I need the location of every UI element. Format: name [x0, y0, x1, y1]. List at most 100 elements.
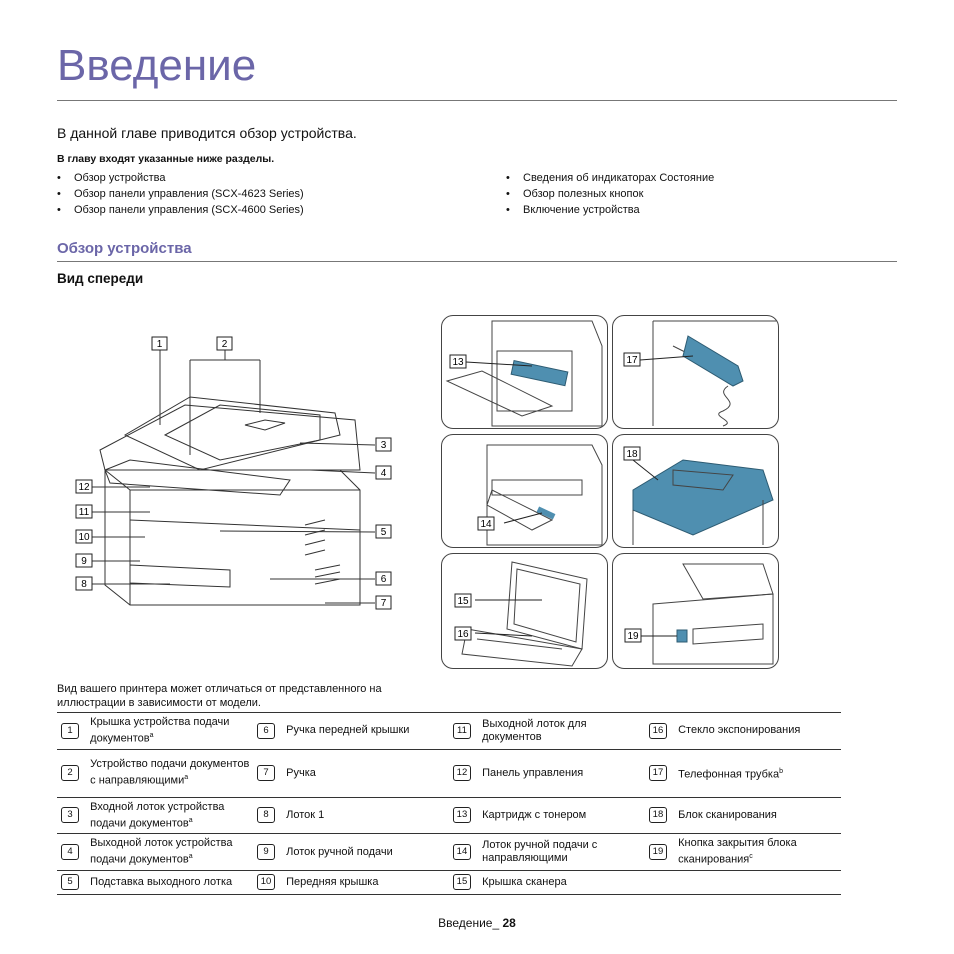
callout-box: [375, 571, 392, 586]
part-number-badge: 18: [648, 807, 667, 824]
part-number-cell: 18: [644, 796, 677, 835]
part-number-badge: 2: [61, 765, 79, 782]
part-number-badge: 1: [61, 722, 79, 739]
part-number-badge: 14: [452, 844, 471, 861]
scanner-lid-illustration: 15 16: [454, 561, 588, 667]
part-number-badge: 10: [256, 874, 275, 891]
part-label-cell: Входной лоток устройства подачи документ…: [88, 796, 253, 835]
toc-item[interactable]: Включение устройства: [506, 202, 714, 218]
section-rule: [57, 261, 897, 262]
part-number-badge: 11: [452, 722, 471, 739]
part-label: Лоток ручной подачи с направляющими: [482, 839, 598, 865]
part-label-cell: Панель управления: [480, 748, 645, 798]
part-label: Лоток 1: [286, 808, 325, 821]
part-label: Устройство подачи документов с направляю…: [90, 758, 250, 787]
part-label-cell: Крышка сканера: [480, 869, 645, 895]
part-label-cell: Крышка устройства подачи документовa: [88, 712, 253, 750]
part-number-badge: 8: [256, 807, 275, 824]
part-label: Выходной лоток для документов: [482, 717, 587, 743]
callout-label: 16: [457, 629, 469, 640]
table-row: 3 Входной лоток устройства подачи докумен…: [57, 796, 841, 835]
handset-illustration: 17: [623, 320, 778, 427]
sections-heading: В главу входят указанные ниже разделы.: [57, 153, 275, 165]
toner-illustration: 13: [445, 320, 603, 427]
part-number-badge: 3: [61, 807, 79, 824]
detail-handset-panel: 17: [612, 315, 779, 429]
part-label: Телефонная трубка: [678, 768, 780, 781]
part-number-cell: [644, 869, 677, 895]
part-label-cell: Кнопка закрытия блока сканированияc: [676, 833, 841, 871]
part-number-cell: 13: [448, 796, 481, 835]
part-label: Кнопка закрытия блока сканирования: [678, 837, 797, 866]
callout-box: [216, 336, 233, 351]
toc-item[interactable]: Обзор устройства: [57, 170, 304, 186]
callout-box: [375, 465, 392, 480]
callout-label: 5: [381, 527, 387, 538]
part-label: Картридж с тонером: [482, 808, 587, 821]
part-number-cell: 2: [57, 748, 89, 798]
callout-label: 4: [381, 468, 387, 479]
callout-box: [75, 504, 93, 519]
toc-item[interactable]: Обзор панели управления (SCX-4600 Series…: [57, 202, 304, 218]
part-label-cell: Ручка: [284, 748, 449, 798]
callout-box: [151, 336, 168, 351]
callout-label: 6: [381, 574, 387, 585]
part-label: Передняя крышка: [286, 875, 379, 888]
callout-label: 7: [381, 598, 387, 609]
callout-box: [75, 529, 93, 544]
callout-box: [75, 576, 93, 591]
part-number-cell: 4: [57, 833, 89, 871]
detail-manual-tray-panel: 14: [441, 434, 608, 548]
part-number-cell: 19: [644, 833, 677, 871]
part-label: Лоток ручной подачи: [286, 845, 393, 858]
callout-label: 8: [81, 579, 87, 590]
footnote-marker: a: [188, 853, 193, 861]
part-label-cell: Выходной лоток для документов: [480, 712, 645, 750]
part-label: Ручка передней крышки: [286, 724, 410, 737]
toc-item[interactable]: Обзор панели управления (SCX-4623 Series…: [57, 186, 304, 202]
detail-scan-close-panel: 19: [612, 553, 779, 669]
manual-tray-illustration: 14: [477, 444, 603, 546]
model-note: Вид вашего принтера может отличаться от …: [57, 683, 382, 709]
part-number-badge: 5: [61, 874, 79, 891]
callout-label: 13: [452, 357, 464, 368]
callout-box: [75, 553, 93, 568]
part-number-badge: 16: [648, 722, 667, 739]
toc-item[interactable]: Сведения об индикаторах Состояние: [506, 170, 714, 186]
callout-label: 9: [81, 556, 87, 567]
intro-text: В данной главе приводится обзор устройст…: [57, 125, 357, 141]
part-label-cell: Телефонная трубкаb: [676, 748, 841, 798]
footnote-marker: b: [779, 767, 783, 775]
toc-item[interactable]: Обзор полезных кнопок: [506, 186, 714, 202]
page-number: 28: [502, 916, 516, 930]
callout-label: 3: [381, 440, 387, 451]
callout-box: [75, 479, 93, 494]
scan-close-illustration: 19: [624, 563, 774, 665]
title-rule: [57, 100, 897, 101]
part-label: Блок сканирования: [678, 808, 777, 821]
part-label-cell: [676, 869, 841, 895]
callout-label: 14: [480, 519, 492, 530]
part-label-cell: Выходной лоток устройства подачи докумен…: [88, 833, 253, 871]
callout-label: 15: [457, 596, 469, 607]
footnote-marker: a: [188, 816, 193, 824]
part-label-cell: Передняя крышка: [284, 869, 449, 895]
toc-list-left: Обзор устройства Обзор панели управления…: [57, 170, 304, 218]
part-label-cell: Лоток 1: [284, 796, 449, 835]
part-number-cell: 6: [252, 712, 285, 750]
part-label: Выходной лоток устройства подачи докумен…: [90, 837, 233, 866]
callout-label: 10: [78, 532, 90, 543]
part-number-badge: 19: [648, 844, 667, 861]
part-number-cell: 9: [252, 833, 285, 871]
callout-box: [375, 595, 392, 610]
section-title: Обзор устройства: [57, 240, 192, 257]
callout-label: 12: [78, 482, 90, 493]
part-number-cell: 3: [57, 796, 89, 835]
part-label-cell: Стекло экспонирования: [676, 712, 841, 750]
callout-label: 17: [626, 355, 638, 366]
detail-toner-panel: 13: [441, 315, 608, 429]
part-label-cell: Подставка выходного лотка: [88, 869, 253, 895]
